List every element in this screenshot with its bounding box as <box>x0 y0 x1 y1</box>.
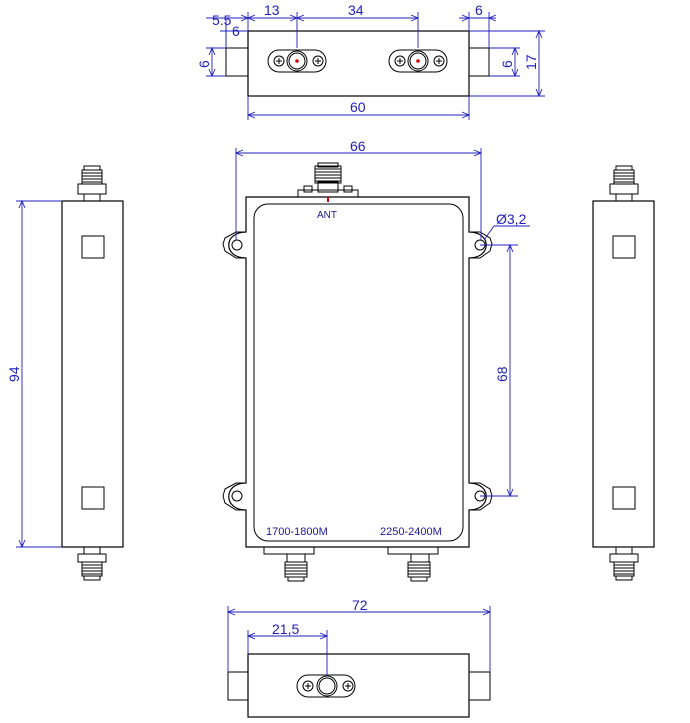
top-right-center-mark <box>416 59 420 63</box>
right-side-body <box>592 200 655 548</box>
dim-6-right: 6 <box>475 2 483 18</box>
front-view-lid <box>253 203 464 542</box>
dim-6-left-small: 6 <box>232 23 240 39</box>
bottom-view-dimensions <box>226 606 492 676</box>
bottom-view-connector <box>296 674 356 698</box>
top-view: 5.5 13 34 6 6 6 6 17 60 <box>196 2 545 120</box>
dim-72: 72 <box>352 597 368 613</box>
mount-hole-bottom-left <box>231 490 243 502</box>
bottom-left-connector <box>263 546 315 582</box>
left-side-body <box>61 200 124 548</box>
dim-5-5: 5.5 <box>212 12 232 28</box>
left-side-top-square <box>81 235 105 259</box>
dim-6-inner: 6 <box>499 60 515 68</box>
right-side-top-square <box>612 235 636 259</box>
mount-hole-top-left <box>231 239 243 251</box>
left-side-dimensions <box>16 199 62 549</box>
band-low-label: 1700-1800M <box>266 526 328 538</box>
left-side-view: 94 <box>6 165 124 581</box>
bottom-right-connector <box>387 546 439 582</box>
dim-68: 68 <box>494 366 510 382</box>
left-side-bottom-connector <box>77 546 107 581</box>
right-side-top-connector <box>609 165 639 202</box>
left-side-top-connector <box>77 165 107 202</box>
right-side-view <box>592 165 655 581</box>
front-view-dimensions <box>234 148 530 498</box>
bottom-view-body <box>247 653 470 718</box>
dim-94: 94 <box>6 366 22 382</box>
bottom-view-right-stub <box>468 671 491 701</box>
right-side-bottom-connector <box>609 546 639 581</box>
top-view-dimensions <box>206 12 545 120</box>
top-left-connector <box>267 49 327 73</box>
top-view-left-stub <box>225 47 249 77</box>
dim-66: 66 <box>350 138 366 154</box>
front-view: ANT 1700-1800M 2250-2400M <box>222 138 530 582</box>
band-high-label: 2250-2400M <box>380 526 442 538</box>
top-view-right-stub <box>468 47 490 77</box>
ant-center-mark <box>327 197 329 202</box>
right-side-bottom-square <box>612 486 636 510</box>
top-right-connector <box>388 49 448 73</box>
top-view-body <box>247 30 470 97</box>
dim-17: 17 <box>523 54 539 70</box>
ant-connector <box>297 162 359 202</box>
dim-34: 34 <box>348 2 364 18</box>
dim-21-5: 21,5 <box>272 621 299 637</box>
front-view-body <box>228 196 487 548</box>
top-left-center-mark <box>295 59 299 63</box>
bottom-view-left-stub <box>227 671 249 701</box>
bottom-view: 72 21,5 <box>226 597 492 718</box>
dim-6-left: 6 <box>196 60 212 68</box>
dim-13: 13 <box>264 2 280 18</box>
ant-label: ANT <box>317 210 337 221</box>
dim-hole-diameter: Ø3,2 <box>496 211 527 227</box>
dim-60: 60 <box>350 99 366 115</box>
left-side-bottom-square <box>81 486 105 510</box>
